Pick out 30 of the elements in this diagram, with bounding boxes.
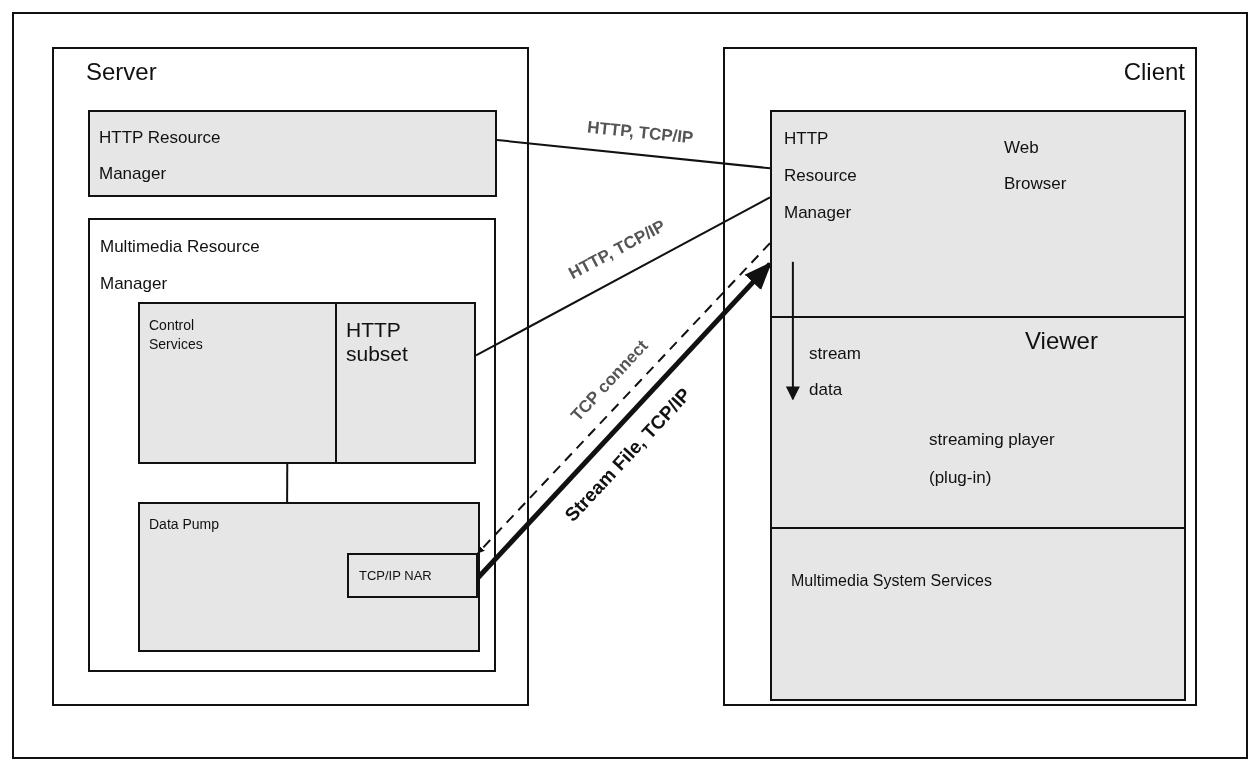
component-box xyxy=(138,502,480,652)
node-title: Client xyxy=(1122,57,1185,87)
connector-line xyxy=(475,196,771,357)
node-text: streaming player (plug-in) xyxy=(929,429,1056,489)
edge-label: HTTP, TCP/IP xyxy=(586,117,695,149)
node-title: TCP/IP NAR xyxy=(359,567,433,585)
direction-arrow xyxy=(785,260,800,401)
node-title: HTTP Resource Manager xyxy=(784,128,858,224)
server-box xyxy=(52,47,529,706)
node-title: Control Services xyxy=(149,316,204,354)
node-title: Multimedia System Services xyxy=(791,571,993,591)
component-box xyxy=(770,110,1186,318)
connector-line xyxy=(496,139,771,170)
component-box xyxy=(347,553,478,598)
node-title: HTTP Resource Manager xyxy=(99,127,222,185)
client-box xyxy=(723,47,1197,706)
component-box xyxy=(138,302,337,464)
node-text: Web Browser xyxy=(1004,137,1068,195)
component-box xyxy=(335,302,476,464)
component-box xyxy=(88,218,496,672)
component-box xyxy=(770,316,1186,529)
node-text: stream data xyxy=(809,343,862,401)
component-box xyxy=(770,527,1186,701)
node-title: Viewer xyxy=(1025,326,1099,356)
node-title: Data Pump xyxy=(149,515,221,534)
node-title: Multimedia Resource Manager xyxy=(100,236,261,295)
connector-line xyxy=(286,463,289,503)
node-title: Server xyxy=(86,57,158,87)
component-box xyxy=(88,110,497,197)
node-title: HTTP subset xyxy=(346,318,409,366)
